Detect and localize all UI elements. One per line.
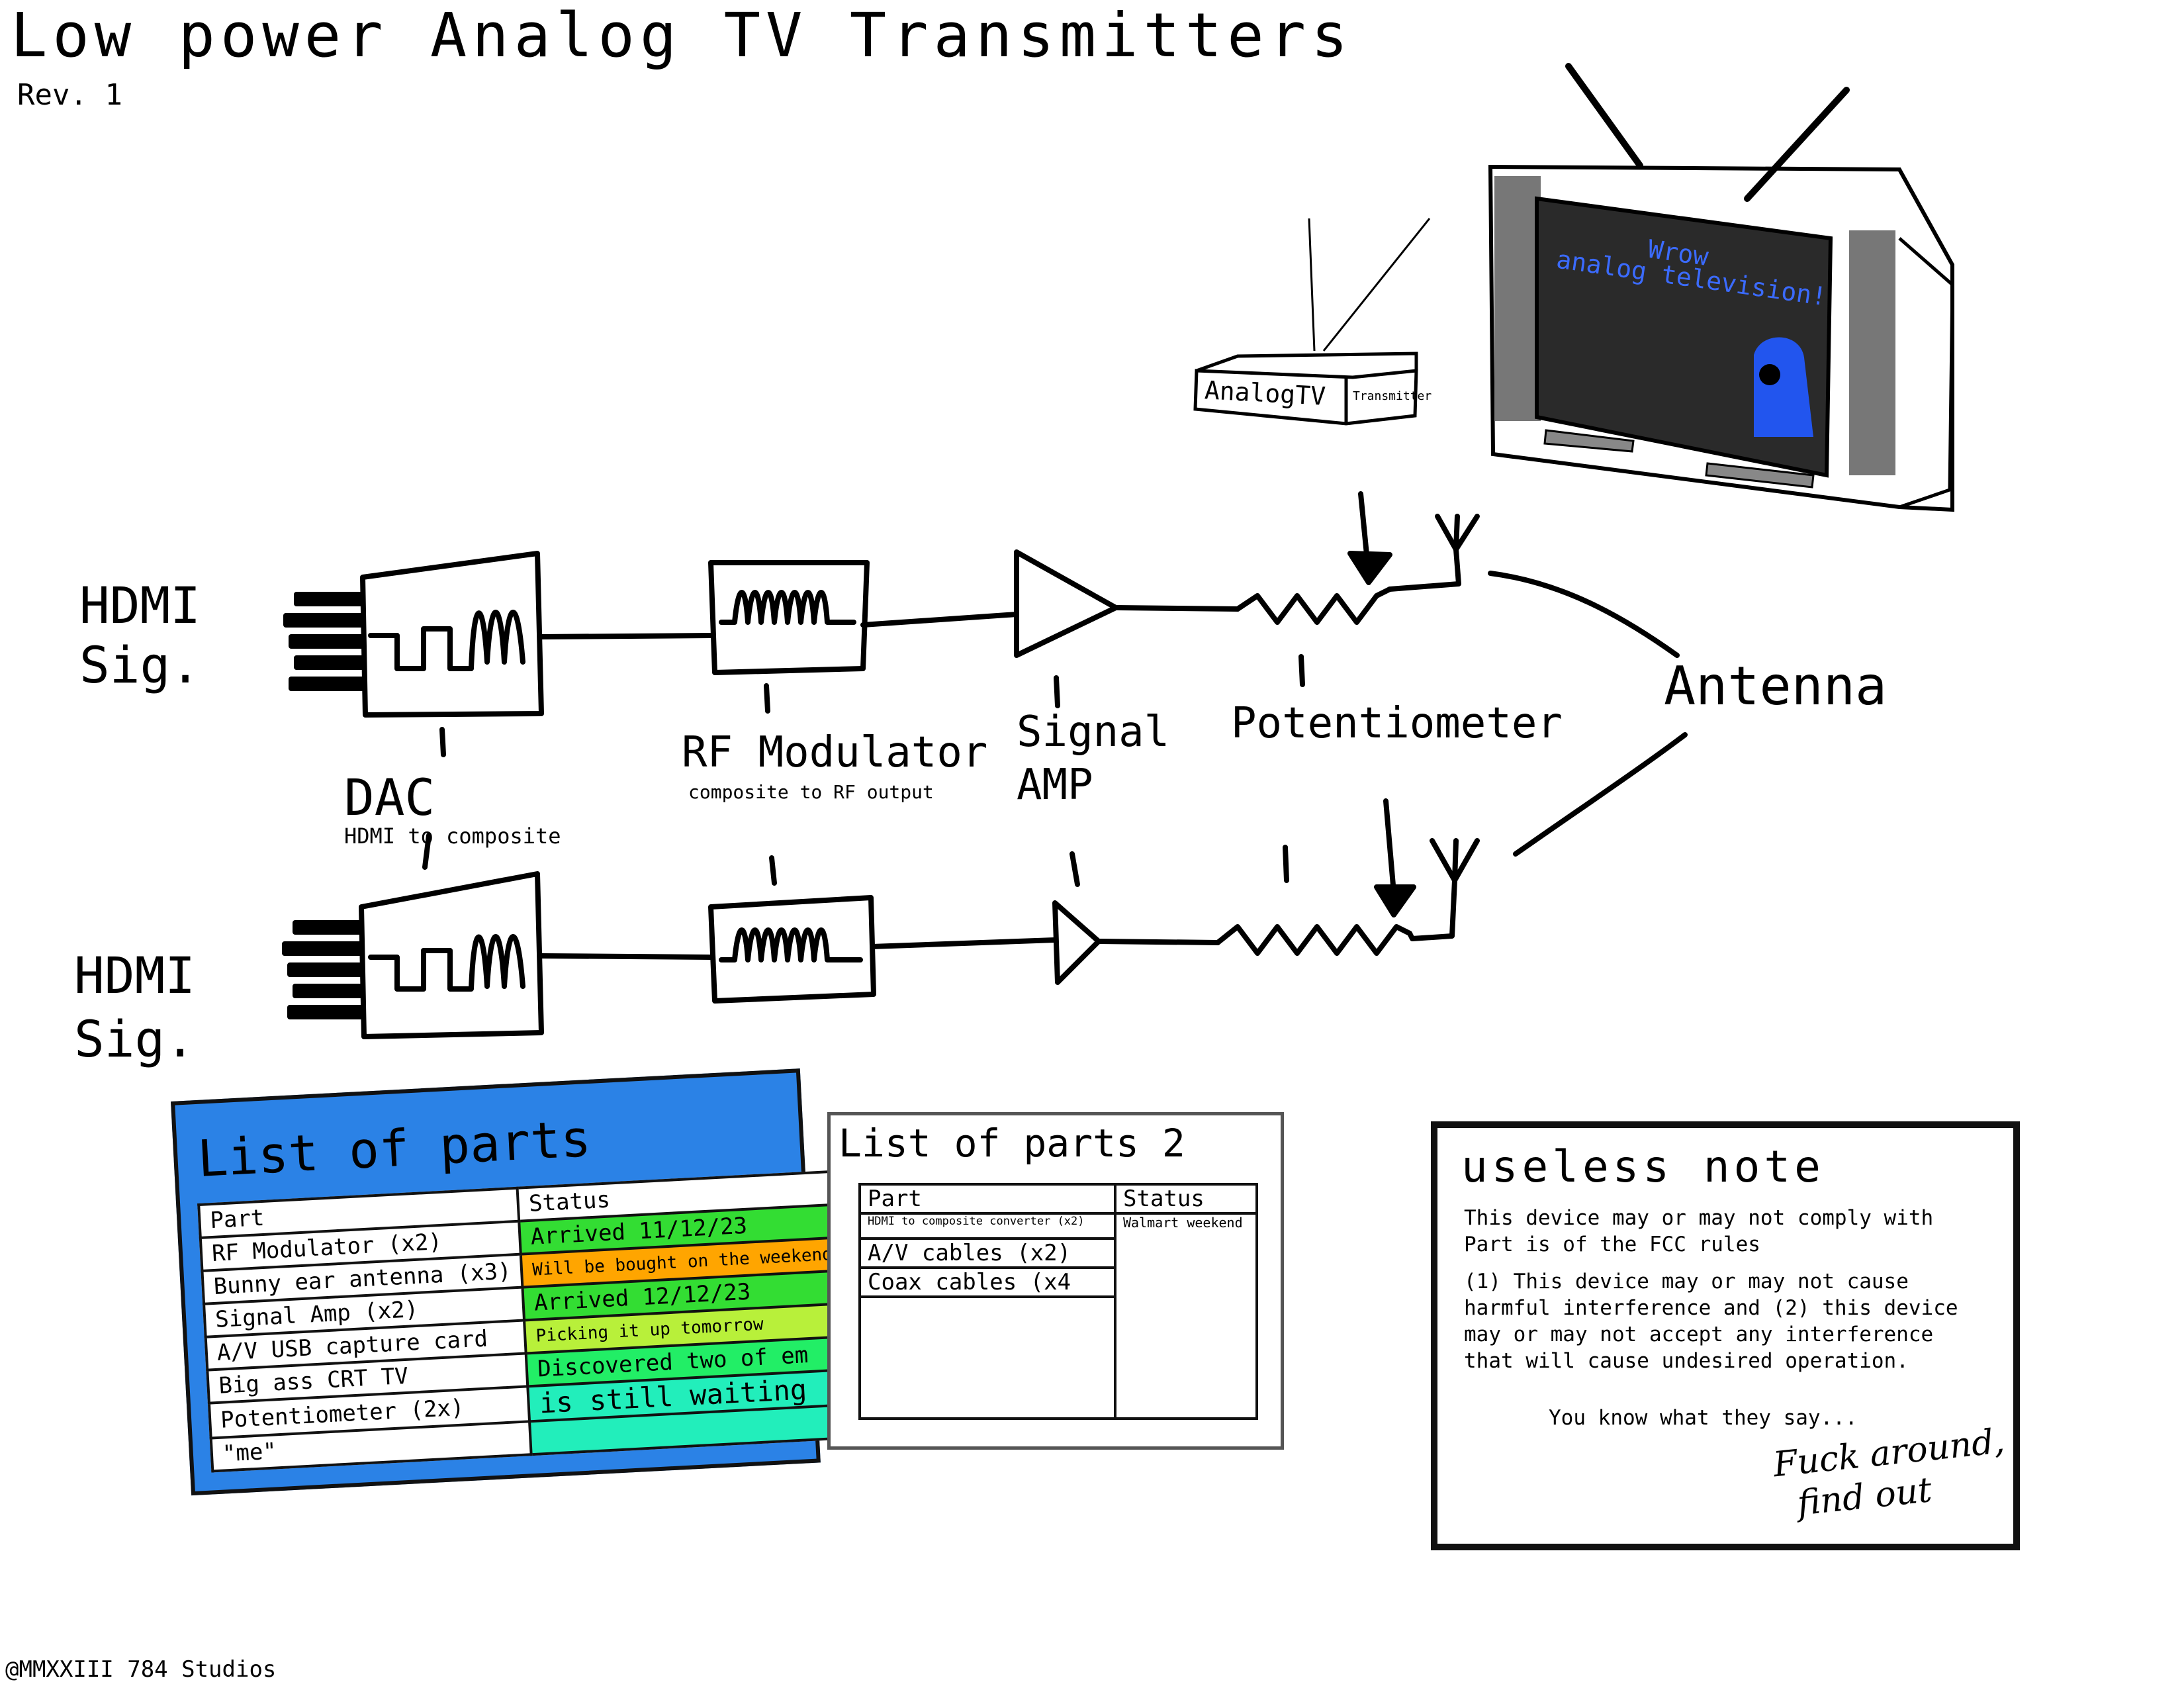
parts-table: Part Status RF Modulator (x2) Arrived 11…	[197, 1169, 865, 1473]
status-cell: Walmart weekend	[1114, 1212, 1258, 1420]
part-cell: Coax cables (x4	[858, 1266, 1116, 1298]
parts-list-panel: List of parts Part Status RF Modulator (…	[171, 1068, 865, 1496]
potentiometer-symbol	[1215, 924, 1412, 956]
parts-list-title: List of parts	[196, 1108, 592, 1188]
potentiometer-symbol	[1235, 586, 1392, 625]
signal-amp-symbol	[1014, 549, 1118, 658]
signal-amp-symbol	[1052, 900, 1101, 985]
hdmi-connector-icon	[283, 592, 365, 691]
hdmi-connector-icon	[282, 920, 364, 1019]
revision-label: Rev. 1	[17, 78, 122, 112]
empty-cell	[858, 1295, 1116, 1420]
parts-list-2-title: List of parts 2	[839, 1121, 1185, 1166]
potentiometer-label: Potentiometer	[1231, 699, 1563, 748]
crt-tv-icon	[1488, 63, 1954, 512]
header-part: Part	[858, 1183, 1116, 1215]
table-row: HDMI to composite converter (x2) Walmart…	[858, 1212, 1258, 1420]
rf-modulator-box	[708, 895, 876, 1004]
transmitter-box	[1193, 218, 1431, 426]
antenna-label: Antenna	[1664, 655, 1888, 717]
dac-sublabel: HDMI to composite	[344, 823, 561, 849]
note-paragraph-2: (1) This device may or may not cause har…	[1464, 1270, 1958, 1373]
table-header-row: Part Status	[858, 1183, 1258, 1215]
dac-box	[360, 551, 544, 718]
part-cell: HDMI to composite converter (x2)	[858, 1212, 1116, 1240]
copyright-footer: @MMXXIII 784 Studios	[5, 1656, 277, 1683]
part-cell: A/V cables (x2)	[858, 1237, 1116, 1269]
rf-modulator-sublabel: composite to RF output	[688, 781, 934, 803]
dac-box	[359, 871, 544, 1039]
hdmi-signal-label: HDMI Sig.	[79, 576, 201, 694]
signal-amp-label: Signal AMP	[1017, 708, 1170, 810]
hdmi-signal-label: HDMI Sig.	[74, 946, 196, 1068]
table-row	[858, 1295, 1257, 1420]
page-title: Low power Analog TV Transmitters	[11, 0, 1353, 71]
antenna-symbol	[1430, 838, 1480, 883]
header-status: Status	[1114, 1183, 1258, 1215]
transmitter-box-side-label: Transmitter	[1353, 389, 1432, 403]
parts-list-2-panel: List of parts 2 Part Status HDMI to comp…	[827, 1112, 1284, 1450]
note-title: useless note	[1461, 1141, 1825, 1192]
rf-modulator-label: RF Modulator	[682, 728, 988, 777]
useless-note-panel: useless note This device may or may not …	[1431, 1121, 2020, 1550]
table-row: A/V cables (x2)	[858, 1237, 1257, 1269]
antenna-symbol	[1435, 514, 1480, 552]
table-row: Coax cables (x4	[858, 1266, 1257, 1298]
parts-table-2: Part Status HDMI to composite converter …	[858, 1183, 1258, 1420]
rf-modulator-box	[708, 560, 870, 675]
note-saying: You know what they say...	[1549, 1406, 1858, 1430]
note-signature: Fuck around, find out	[1771, 1421, 2011, 1526]
dac-label: DAC	[344, 768, 435, 827]
mascot-figure	[1754, 337, 1813, 437]
note-paragraph-1: This device may or may not comply with P…	[1464, 1206, 1934, 1256]
